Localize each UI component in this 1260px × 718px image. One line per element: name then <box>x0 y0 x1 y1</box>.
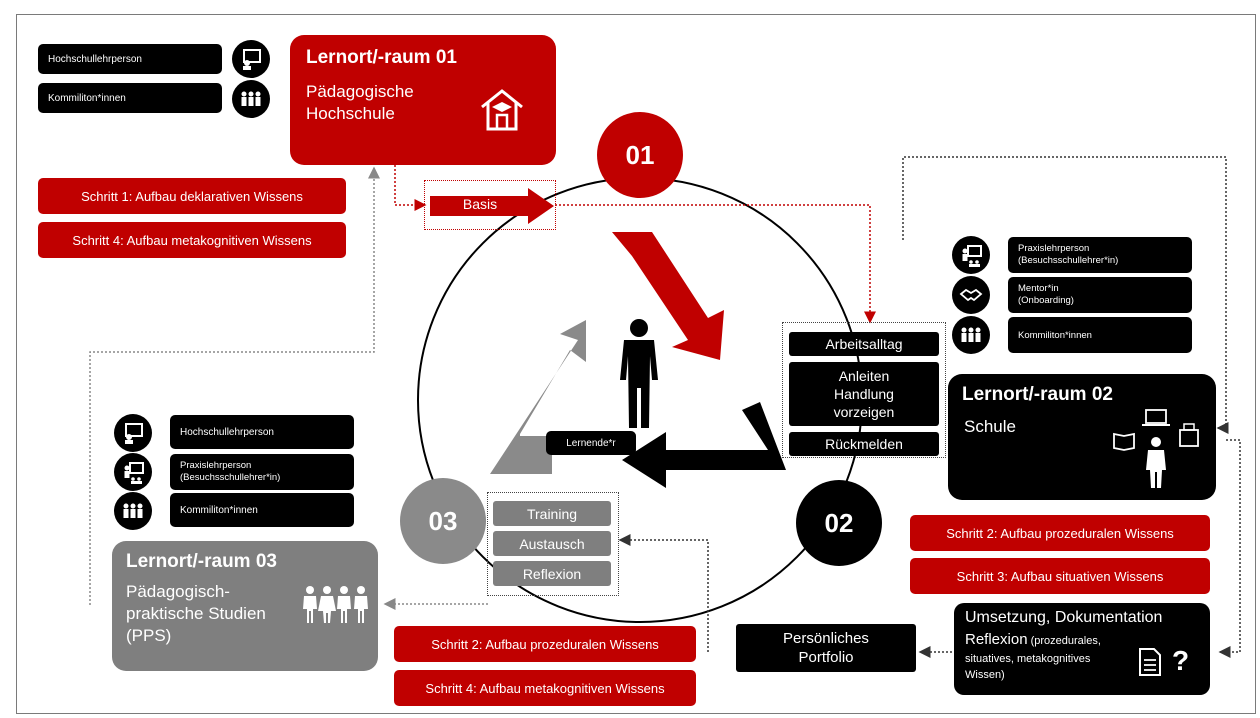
activity-anleiten: Anleiten Handlung vorzeigen <box>789 362 939 426</box>
document-icon <box>1139 648 1161 676</box>
black-arrow <box>622 402 786 488</box>
activity-anleiten-line1: Anleiten <box>838 368 890 384</box>
connector-basis-schule <box>555 204 876 324</box>
step-03-schritt-2: Schritt 2: Aufbau prozeduralen Wissens <box>394 626 696 662</box>
phase-02-circle: 02 <box>796 480 882 566</box>
practice-teacher-icon <box>114 453 152 491</box>
umsetzung-line2: Reflexion (prozedurales, <box>965 631 1101 649</box>
lernort-03-line2: praktische Studien <box>126 604 266 623</box>
connector-01-basis <box>394 165 427 211</box>
lernort-02-card: Lernort/-raum 02 Schule <box>948 374 1216 500</box>
step-03-schritt-4: Schritt 4: Aufbau metakognitiven Wissens <box>394 670 696 706</box>
group-icon <box>114 492 152 530</box>
school-icons <box>1113 409 1199 488</box>
role-02-praxislehrperson: Praxislehrperson (Besuchsschullehrer*in) <box>1008 237 1192 273</box>
lernort-03-card: Lernort/-raum 03 Pädagogisch- praktische… <box>112 541 378 671</box>
activity-austausch: Austausch <box>493 531 611 556</box>
activity-rueckmelden: Rückmelden <box>789 432 939 456</box>
practice-teacher-icon <box>952 236 990 274</box>
role-03-praxislehrperson-line1: Praxislehrperson <box>180 460 252 471</box>
students-group-icon <box>303 586 368 623</box>
schule-activities-box <box>782 322 946 458</box>
step-02-schritt-2: Schritt 2: Aufbau prozeduralen Wissens <box>910 515 1210 551</box>
activity-training: Training <box>493 501 611 526</box>
activity-anleiten-line3: vorzeigen <box>833 404 895 420</box>
activity-arbeitsalltag: Arbeitsalltag <box>789 332 939 356</box>
connector-loop-schule <box>902 156 1229 434</box>
lernort-01-card: Lernort/-raum 01 Pädagogische Hochschule <box>290 35 556 165</box>
role-02-praxislehrperson-line1: Praxislehrperson <box>1018 243 1090 254</box>
diagram-frame <box>16 14 1256 714</box>
lernort-02-subtitle: Schule <box>964 417 1016 436</box>
role-03-praxislehrperson: Praxislehrperson (Besuchsschullehrer*in) <box>170 454 354 490</box>
role-02-mentorin-line2: (Onboarding) <box>1018 295 1074 306</box>
lecturer-icon <box>232 40 270 78</box>
connector-portfolio-pps <box>618 534 709 652</box>
role-02-kommilitoninnen: Kommiliton*innen <box>1008 317 1192 353</box>
portfolio-line1: Persönliches <box>783 630 869 647</box>
phase-03-circle: 03 <box>400 478 486 564</box>
activity-anleiten-line2: Handlung <box>834 386 894 402</box>
lernort-03-line3: (PPS) <box>126 626 172 645</box>
umsetzung-reflexion-detail: (prozedurales, <box>1027 635 1101 647</box>
phase-01-circle: 01 <box>597 112 683 198</box>
red-arrow <box>612 232 724 360</box>
group-icon <box>952 316 990 354</box>
role-02-mentorin: Mentor*in (Onboarding) <box>1008 277 1192 313</box>
role-02-mentorin-line1: Mentor*in <box>1018 283 1059 294</box>
portfolio-box: Persönliches Portfolio <box>736 624 916 672</box>
lernort-02-title: Lernort/-raum 02 <box>962 384 1113 405</box>
basis-box <box>424 180 556 230</box>
basis-arrow <box>430 188 554 224</box>
lernort-03-title: Lernort/-raum 03 <box>126 551 277 572</box>
lecturer-icon <box>114 414 152 452</box>
question-mark-icon: ? <box>1172 645 1190 676</box>
umsetzung-line3: situatives, metakognitives <box>965 653 1091 665</box>
activity-reflexion: Reflexion <box>493 561 611 586</box>
role-01-hochschullehrperson: Hochschullehrperson <box>38 44 222 74</box>
lernort-01-title: Lernort/-raum 01 <box>306 47 457 68</box>
connector-schule-umsetzung <box>1218 439 1241 658</box>
step-02-schritt-3: Schritt 3: Aufbau situativen Wissens <box>910 558 1210 594</box>
learner-person-icon <box>620 319 658 428</box>
role-03-praxislehrperson-line2: (Besuchsschullehrer*in) <box>180 472 281 483</box>
role-01-kommilitoninnen: Kommiliton*innen <box>38 83 222 113</box>
connector-pps-01 <box>89 166 380 605</box>
role-03-kommilitoninnen: Kommiliton*innen <box>170 493 354 527</box>
basis-label: Basis <box>462 196 498 212</box>
umsetzung-reflexion: Reflexion <box>965 631 1028 648</box>
lernort-03-line1: Pädagogisch- <box>126 582 230 601</box>
pps-activities-box <box>487 492 619 596</box>
handshake-icon <box>952 276 990 314</box>
step-01-schritt-1: Schritt 1: Aufbau deklarativen Wissens <box>38 178 346 214</box>
portfolio-line2: Portfolio <box>798 649 854 666</box>
lernort-01-subtitle-2: Hochschule <box>306 104 395 123</box>
umsetzung-line1: Umsetzung, Dokumentation <box>965 609 1163 626</box>
umsetzung-box: Umsetzung, Dokumentation Reflexion (proz… <box>954 603 1210 695</box>
role-02-praxislehrperson-line2: (Besuchsschullehrer*in) <box>1018 255 1119 266</box>
gray-arrow <box>490 320 586 474</box>
step-01-schritt-4: Schritt 4: Aufbau metakognitiven Wissens <box>38 222 346 258</box>
university-house-icon <box>481 89 523 131</box>
umsetzung-line4: Wissen) <box>965 669 1005 681</box>
group-icon <box>232 80 270 118</box>
role-03-hochschullehrperson: Hochschullehrperson <box>170 415 354 449</box>
learner-label: Lernende*r <box>546 431 636 455</box>
lernort-01-subtitle-1: Pädagogische <box>306 82 414 101</box>
